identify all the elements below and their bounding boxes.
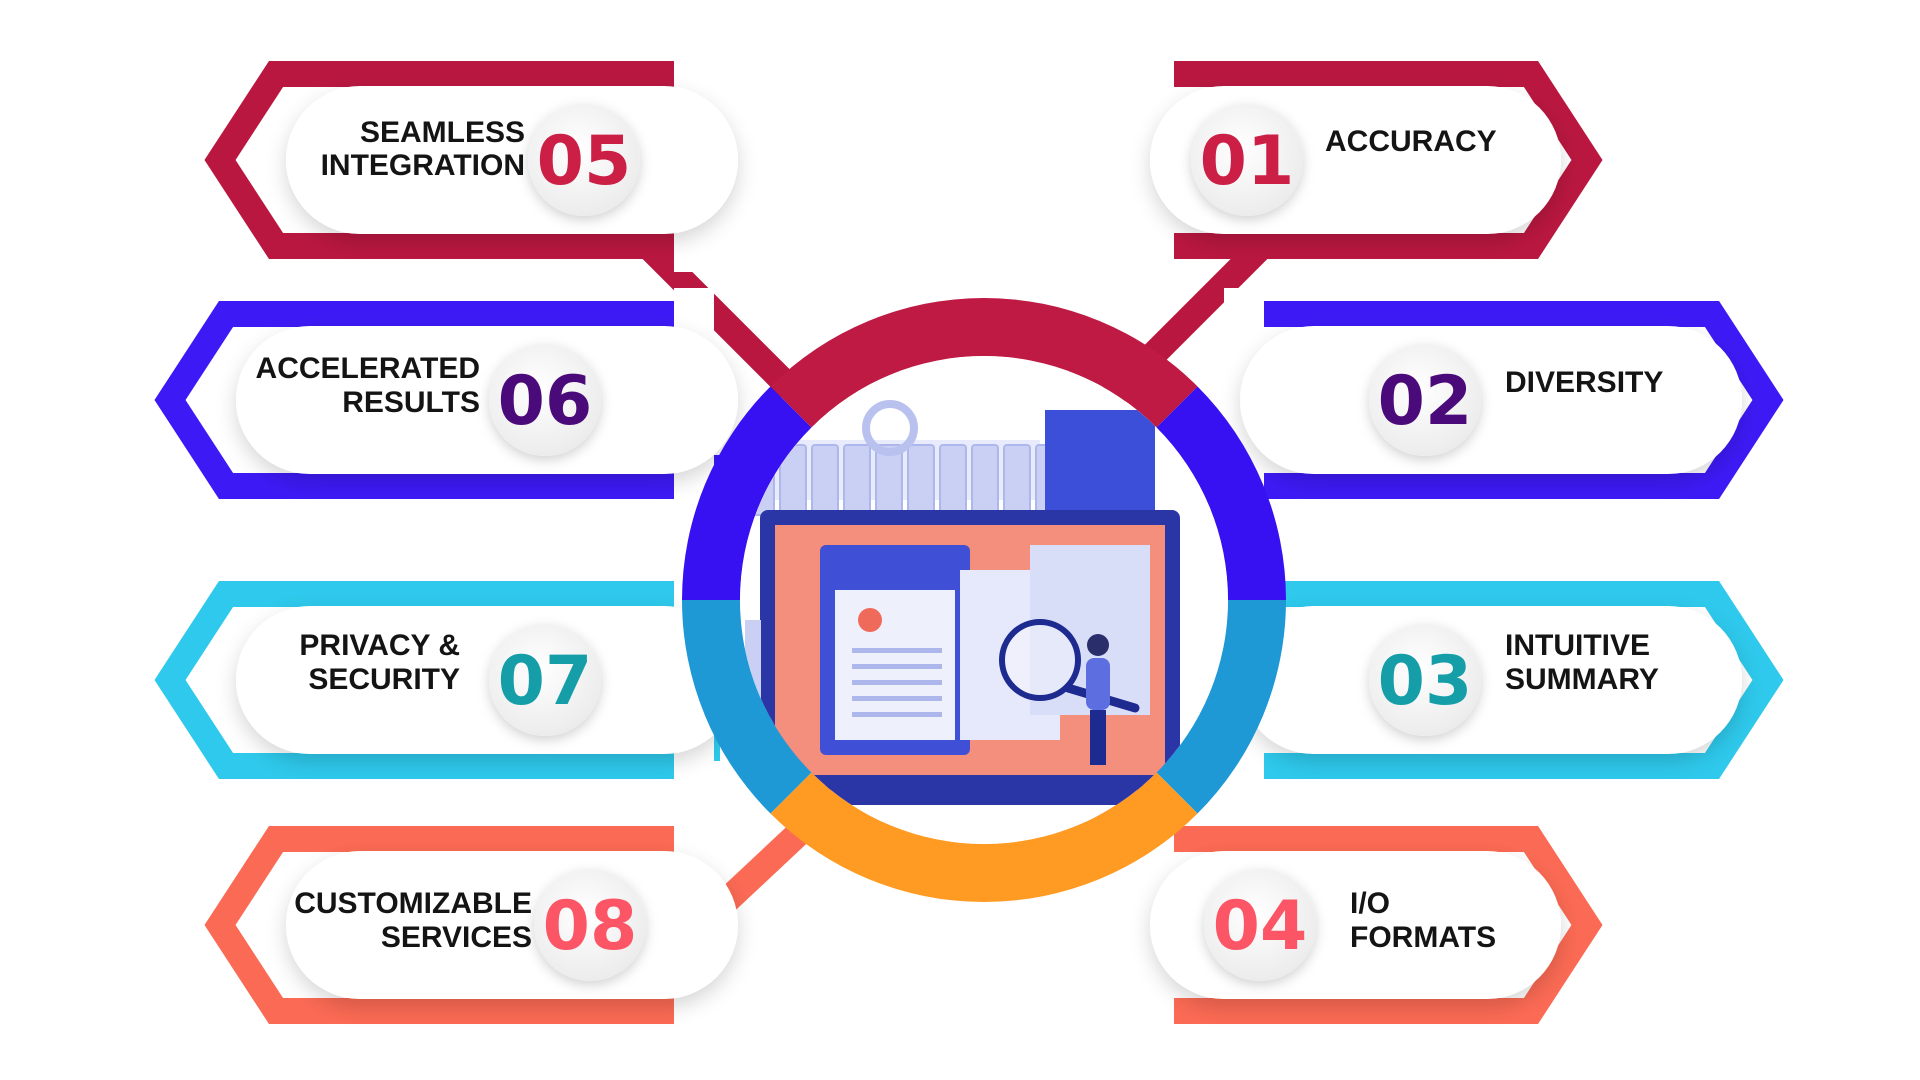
magnifier-icon (999, 619, 1081, 701)
number-badge-07 (489, 624, 601, 736)
ring-segment-upper-left (682, 386, 812, 600)
feature-label-04-line-1: I/O (1350, 887, 1390, 920)
feature-card-02: 02 DIVERSITY (1224, 288, 1784, 512)
number-badge-03 (1369, 624, 1481, 736)
number-badge-08 (534, 869, 646, 981)
binder-icon (971, 444, 999, 516)
card-pill-03 (1240, 606, 1742, 754)
feature-number-05: 05 (537, 122, 632, 201)
feature-label-08-line-2: SERVICES (381, 921, 532, 954)
card-pill-02 (1240, 326, 1742, 474)
feature-label-05-line-2: INTEGRATION (321, 149, 525, 182)
feature-label-06-line-2: RESULTS (342, 386, 480, 419)
binder-icon (907, 444, 935, 516)
feature-label-08-line-1: CUSTOMIZABLE (294, 887, 532, 920)
binder-icon (1003, 444, 1031, 516)
feature-label-06-line-1: ACCELERATED (256, 352, 480, 385)
feature-number-06: 06 (498, 362, 593, 441)
feature-label-05-line-1: SEAMLESS (360, 116, 525, 149)
feature-number-03: 03 (1378, 642, 1473, 721)
feature-label-07-line-1: PRIVACY & (299, 629, 460, 662)
feature-label-02-line-1: DIVERSITY (1505, 366, 1663, 399)
text-line (852, 664, 942, 669)
binder-icon (843, 444, 871, 516)
gear-icon (862, 400, 918, 456)
document-analysis-illustration (740, 356, 1228, 844)
feature-label-04-line-2: FORMATS (1350, 921, 1496, 954)
number-badge-04 (1204, 869, 1316, 981)
binder-icon (811, 444, 839, 516)
center-ring (682, 298, 1286, 903)
feature-label-01-line-1: ACCURACY (1325, 125, 1497, 158)
number-badge-01 (1191, 104, 1303, 216)
binder-icon (939, 444, 967, 516)
feature-label-03-line-2: SUMMARY (1505, 663, 1659, 696)
number-badge-06 (489, 344, 601, 456)
person-legs (1090, 710, 1106, 765)
feature-number-08: 08 (543, 887, 638, 966)
text-line (852, 712, 942, 717)
feature-number-04: 04 (1213, 887, 1308, 966)
profile-icon (858, 608, 882, 632)
ring-segment-lower-left (682, 600, 812, 814)
ring-segment-top (770, 298, 1198, 428)
person-head (1087, 634, 1109, 656)
number-badge-02 (1369, 344, 1481, 456)
number-badge-05 (528, 104, 640, 216)
card-pill-06 (236, 326, 738, 474)
feature-label-07-line-2: SECURITY (308, 663, 460, 696)
feature-number-01: 01 (1200, 122, 1295, 201)
ring-segment-lower-right (1156, 600, 1286, 814)
feature-number-07: 07 (498, 642, 593, 721)
text-line (852, 696, 942, 701)
feature-number-02: 02 (1378, 362, 1473, 441)
person-body (1086, 658, 1110, 710)
feature-card-01: 01 ACCURACY (1134, 48, 1603, 272)
laptop-base (740, 785, 1210, 805)
feature-label-03-line-1: INTUITIVE (1505, 629, 1650, 662)
connector-05 (630, 228, 800, 398)
feature-card-07: 07 PRIVACY &SECURITY (154, 568, 738, 792)
text-line (852, 680, 942, 685)
card-pill-07 (236, 606, 738, 754)
ring-segment-bottom (770, 772, 1198, 903)
text-line (852, 648, 942, 653)
ring-segment-upper-right (1156, 386, 1286, 600)
